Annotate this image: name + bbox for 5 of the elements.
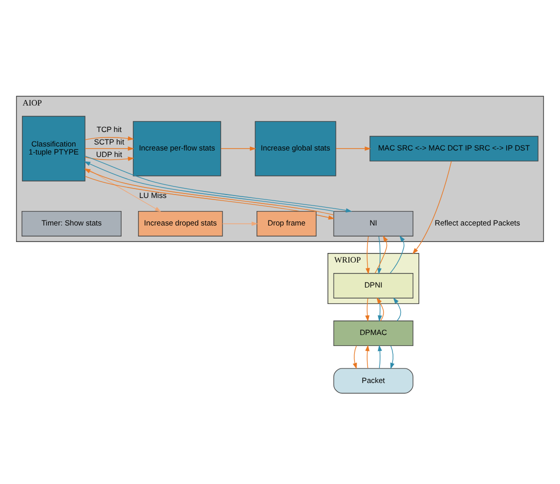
edge-label: UDP hit	[96, 150, 122, 159]
edge-label: SCTP hit	[94, 137, 124, 146]
edge-label: TCP hit	[96, 124, 122, 134]
edge-label: LU Miss	[139, 191, 167, 200]
edge-label: Reflect accepted Packets	[434, 218, 520, 228]
